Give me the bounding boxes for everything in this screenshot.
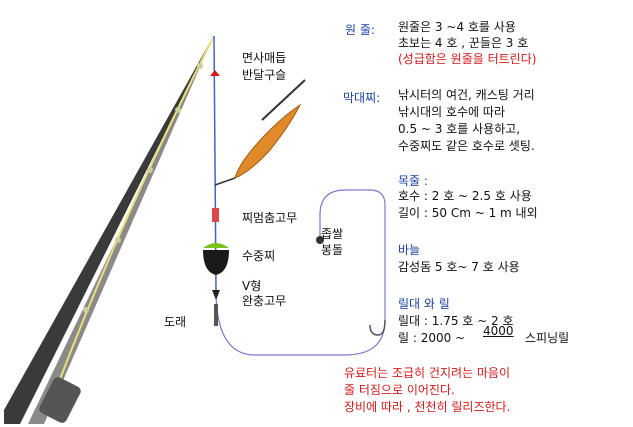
section-title-main-line: 원 줄: xyxy=(345,23,375,37)
label-cushion: 완충고무 xyxy=(242,294,287,308)
hook-text-1: 감성돔 5 호~ 7 호 사용 xyxy=(398,260,520,274)
section-title-reel: 릴대 와 릴 xyxy=(398,297,450,311)
float-text-3: 0.5 ~ 3 호를 사용하고, xyxy=(398,122,521,136)
underwater-float-icon xyxy=(203,243,229,275)
section-title-leader: 목줄 : xyxy=(398,174,428,188)
footer-line-1: 유료터는 조급히 건지려는 마음이 xyxy=(344,366,511,380)
v-cushion-rubber-icon xyxy=(212,290,220,300)
split-shot-icon xyxy=(316,236,324,244)
label-swivel: 도래 xyxy=(164,315,187,329)
main-line-warning: (성급함은 원줄을 터트린다) xyxy=(398,52,537,66)
label-sinker: 수중찌 xyxy=(242,249,276,263)
section-title-float: 막대찌: xyxy=(343,91,381,105)
float-stop-rubber-icon xyxy=(212,208,219,222)
footer-line-2: 줄 터짐으로 이어진다. xyxy=(344,383,455,397)
float-text-1: 낚시터의 여건, 캐스팅 거리 xyxy=(398,88,535,102)
label-knot: 면사매듭 xyxy=(242,51,287,65)
half-moon-bead-icon xyxy=(210,70,220,76)
footer-line-3: 장비에 따라 , 천천히 릴리즈한다. xyxy=(344,400,511,414)
float-text-4: 수중찌도 같은 호수로 셋팅. xyxy=(398,139,535,153)
label-bait2: 봉돌 xyxy=(321,243,344,257)
reel-text-suffix: 스피닝릴 xyxy=(525,331,570,345)
label-float-stop: 찌멈춤고무 xyxy=(242,211,298,225)
section-title-hook: 바늘 xyxy=(398,243,421,257)
leader-text-1: 호수 : 2 호 ~ 2.5 호 사용 xyxy=(398,189,532,203)
reel-text-1: 릴대 : 1.75 호 ~ 2 호 xyxy=(398,314,514,328)
reel-icon xyxy=(39,377,81,423)
label-v-type: V형 xyxy=(242,279,262,293)
main-line-text-1: 원줄은 3 ~4 호를 사용 xyxy=(398,20,516,34)
reel-text-prefix: 릴 : 2000 ~ xyxy=(398,331,466,345)
main-line-text-2: 초보는 4 호 , 꾼들은 3 호 xyxy=(398,36,529,50)
fishing-rod xyxy=(4,35,214,424)
label-bait: 좁쌀 xyxy=(321,227,344,241)
float-text-2: 낚시대의 호수에 따라 xyxy=(398,105,505,119)
label-bead: 반달구슬 xyxy=(242,68,287,82)
swivel-icon xyxy=(214,304,218,326)
stick-float-icon xyxy=(214,79,306,186)
reel-text-max: 4000 xyxy=(483,324,514,338)
hook-icon xyxy=(369,319,386,336)
leader-text-2: 길이 : 50 Cm ~ 1 m 내외 xyxy=(398,206,538,220)
